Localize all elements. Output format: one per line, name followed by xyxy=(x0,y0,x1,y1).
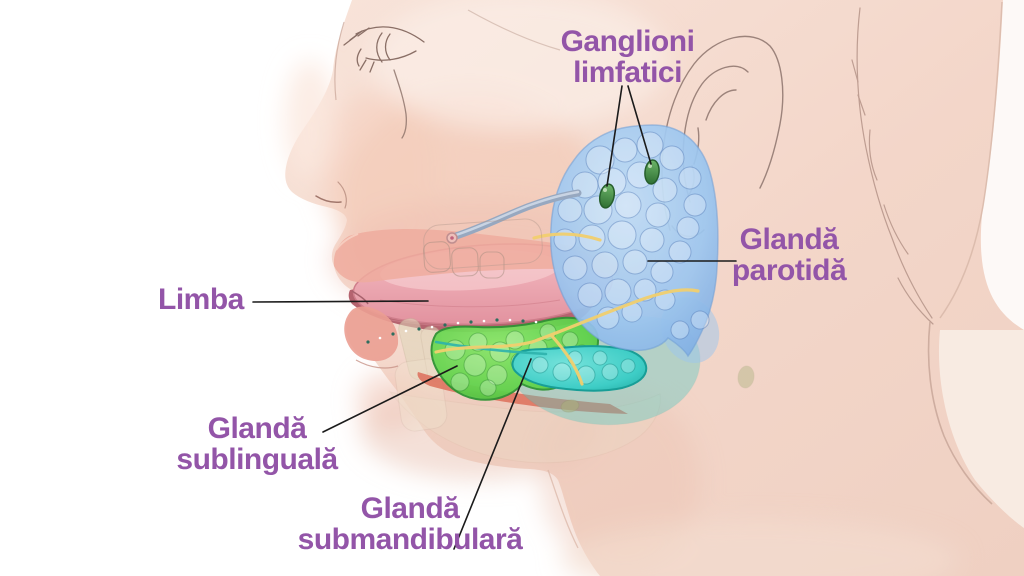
parotid-lobules xyxy=(553,131,710,340)
leader-line-sublingual xyxy=(322,365,458,433)
mandible-translucent xyxy=(388,391,661,464)
upper-lip xyxy=(333,229,621,283)
chin-crease xyxy=(355,359,399,369)
nape-hairline xyxy=(927,321,993,505)
cheek-cutaway-box xyxy=(423,218,543,270)
tongue-median-line xyxy=(379,299,561,308)
shoulder-behind-neck xyxy=(938,330,1024,528)
parotid-gland xyxy=(549,124,720,364)
leader-line-tongue xyxy=(252,300,429,303)
neck-front-line xyxy=(547,469,579,549)
facial-nerve-branches xyxy=(434,232,700,386)
label-submandibular-gland: Glandă submandibulară xyxy=(297,492,523,557)
parotid-lymph-nodes xyxy=(598,159,660,209)
leader-lines xyxy=(252,85,737,550)
label-parotid-gland: Glandă parotidă xyxy=(731,223,847,288)
leader-line-submandibular xyxy=(453,358,532,550)
label-lymph-nodes: Ganglioni limfatici xyxy=(560,25,695,90)
hair-line-art xyxy=(851,7,934,325)
front-hairline xyxy=(467,9,561,51)
parotid-duct xyxy=(452,189,582,240)
head-back-edge xyxy=(939,1,1003,319)
nose-line-art xyxy=(315,181,347,209)
submandibular-duct xyxy=(434,340,548,356)
label-tongue: Limba xyxy=(158,283,244,316)
background-behind-head xyxy=(980,0,1024,330)
label-sublingual-gland: Glandă sublinguală xyxy=(176,412,338,477)
upper-teeth-outlines xyxy=(422,241,505,279)
eye-line-art xyxy=(343,26,425,139)
mouth-corner-line xyxy=(351,290,369,305)
upper-lip-highlight xyxy=(335,233,359,251)
leader-line-lymph-node-left xyxy=(606,85,623,187)
duct-papilla xyxy=(446,232,458,244)
brow-ridge-line xyxy=(334,21,345,101)
lower-lip xyxy=(344,306,399,362)
duct-opening-specks xyxy=(366,318,538,344)
leader-line-lymph-node-right xyxy=(627,85,652,165)
